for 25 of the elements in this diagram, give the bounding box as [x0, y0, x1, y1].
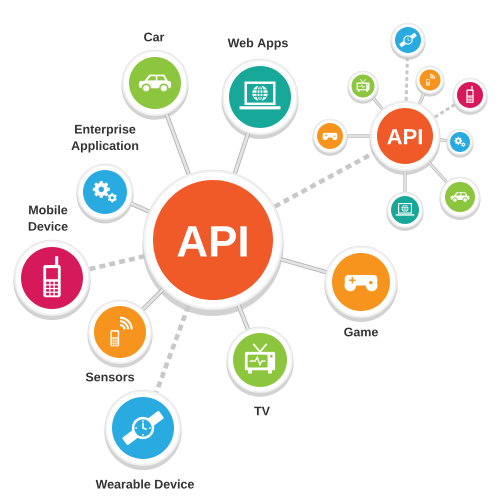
connector-line — [164, 113, 191, 175]
node-label: Car — [144, 32, 164, 42]
connector-line — [440, 138, 447, 142]
node-label: Mobile Device — [28, 205, 68, 231]
node-label: TV — [254, 406, 270, 416]
node-label: Wearable Device — [96, 479, 194, 489]
connector-line — [427, 161, 448, 183]
connector-line — [232, 132, 250, 174]
connector-line — [130, 201, 150, 214]
node-label: Sensors — [86, 372, 134, 382]
connector-line — [274, 150, 376, 209]
node-label: Game — [344, 328, 378, 336]
connector-line — [141, 288, 165, 311]
connector-line — [418, 92, 426, 104]
node-label: Enterprise Application — [71, 124, 138, 153]
connector-line — [434, 102, 456, 118]
node-label: Web Apps — [228, 38, 288, 50]
connector-line — [372, 96, 384, 110]
connector-line — [403, 171, 407, 192]
connector-line — [236, 304, 250, 330]
connector-line — [347, 134, 370, 138]
connector-line — [280, 257, 327, 274]
connector-line — [404, 57, 409, 101]
connector-line — [154, 305, 191, 393]
connector-line — [88, 254, 146, 272]
